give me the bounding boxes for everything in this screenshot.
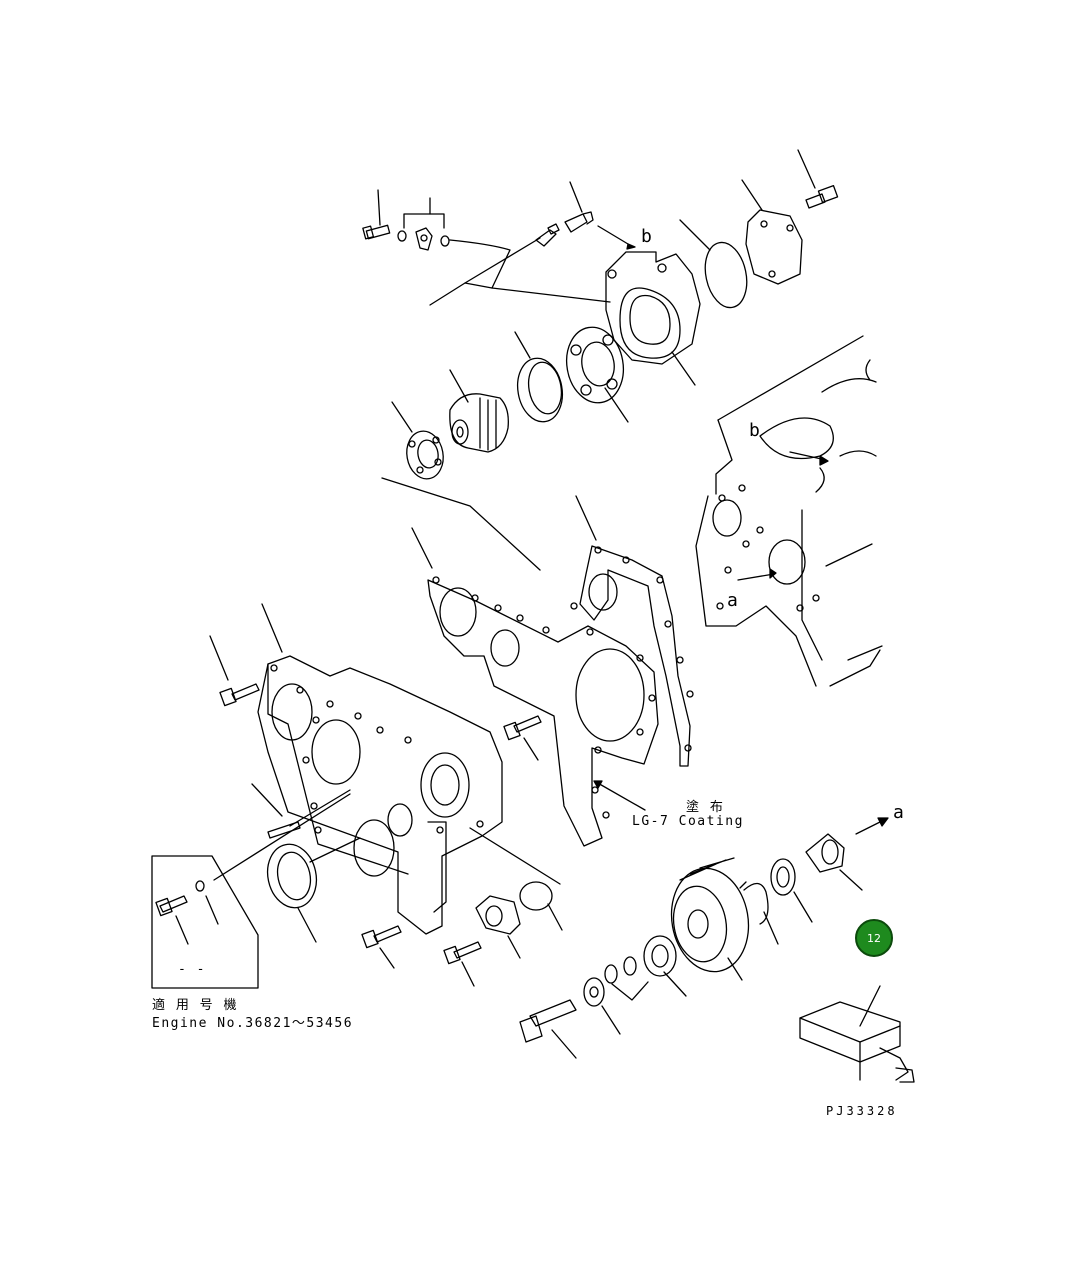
needle-bearing — [643, 935, 687, 997]
bolt-flange — [443, 941, 482, 987]
dowel-pin — [251, 783, 351, 839]
coating-label-jp: 塗 布 — [686, 800, 725, 815]
idler-gear-shaft — [449, 369, 509, 453]
small-bearing — [770, 858, 813, 923]
flange-plate — [469, 827, 561, 959]
bolt-top-right — [797, 149, 839, 209]
ref-label-b-block: b — [749, 420, 760, 441]
ref-label-a-block: a — [727, 590, 738, 611]
front-cover — [257, 603, 503, 935]
front-oil-seal — [266, 837, 361, 943]
banjo-fitting-top — [403, 197, 450, 251]
bolt-front-left — [209, 635, 260, 707]
inset-dash: - - — [178, 962, 206, 977]
engine-number-label: Engine No.36821～53456 — [152, 1016, 354, 1031]
bolt-middle — [503, 715, 542, 761]
seal-cap — [519, 881, 563, 931]
gasket-large — [411, 527, 659, 847]
breather-hose — [429, 237, 611, 306]
applicable-label-jp: 適 用 号 機 — [152, 998, 238, 1013]
drawing-code: PJ33328 — [826, 1104, 898, 1118]
bolt-front-bottom — [361, 925, 402, 969]
small-bolt-top-left — [362, 189, 391, 240]
cover-plate — [741, 179, 803, 285]
gasket-right — [570, 495, 694, 767]
ref-label-a-gear: a — [893, 802, 904, 823]
part-callout-hotspot[interactable]: 12 — [855, 919, 893, 957]
gear-housing — [605, 251, 701, 386]
washer-thick — [583, 977, 621, 1035]
thrust-collar — [805, 817, 889, 891]
ref-label-b-top: b — [641, 226, 652, 247]
installer-tool — [799, 985, 915, 1083]
crank-bolt — [519, 999, 577, 1059]
washer-thin — [604, 956, 649, 1001]
washer-top-left — [397, 230, 407, 242]
bearing-right — [565, 326, 629, 423]
bushing-ring — [514, 331, 564, 423]
bearing-left — [381, 401, 541, 571]
engine-block — [695, 335, 883, 687]
snap-ring — [739, 881, 779, 945]
inset-box — [151, 793, 351, 989]
connector-top — [535, 223, 560, 247]
o-ring-large — [679, 219, 748, 309]
coating-label-en: LG-7 Coating — [632, 814, 744, 829]
coating-arrow — [593, 780, 646, 811]
elbow-fitting-top — [564, 181, 636, 250]
crank-gear — [670, 857, 750, 981]
